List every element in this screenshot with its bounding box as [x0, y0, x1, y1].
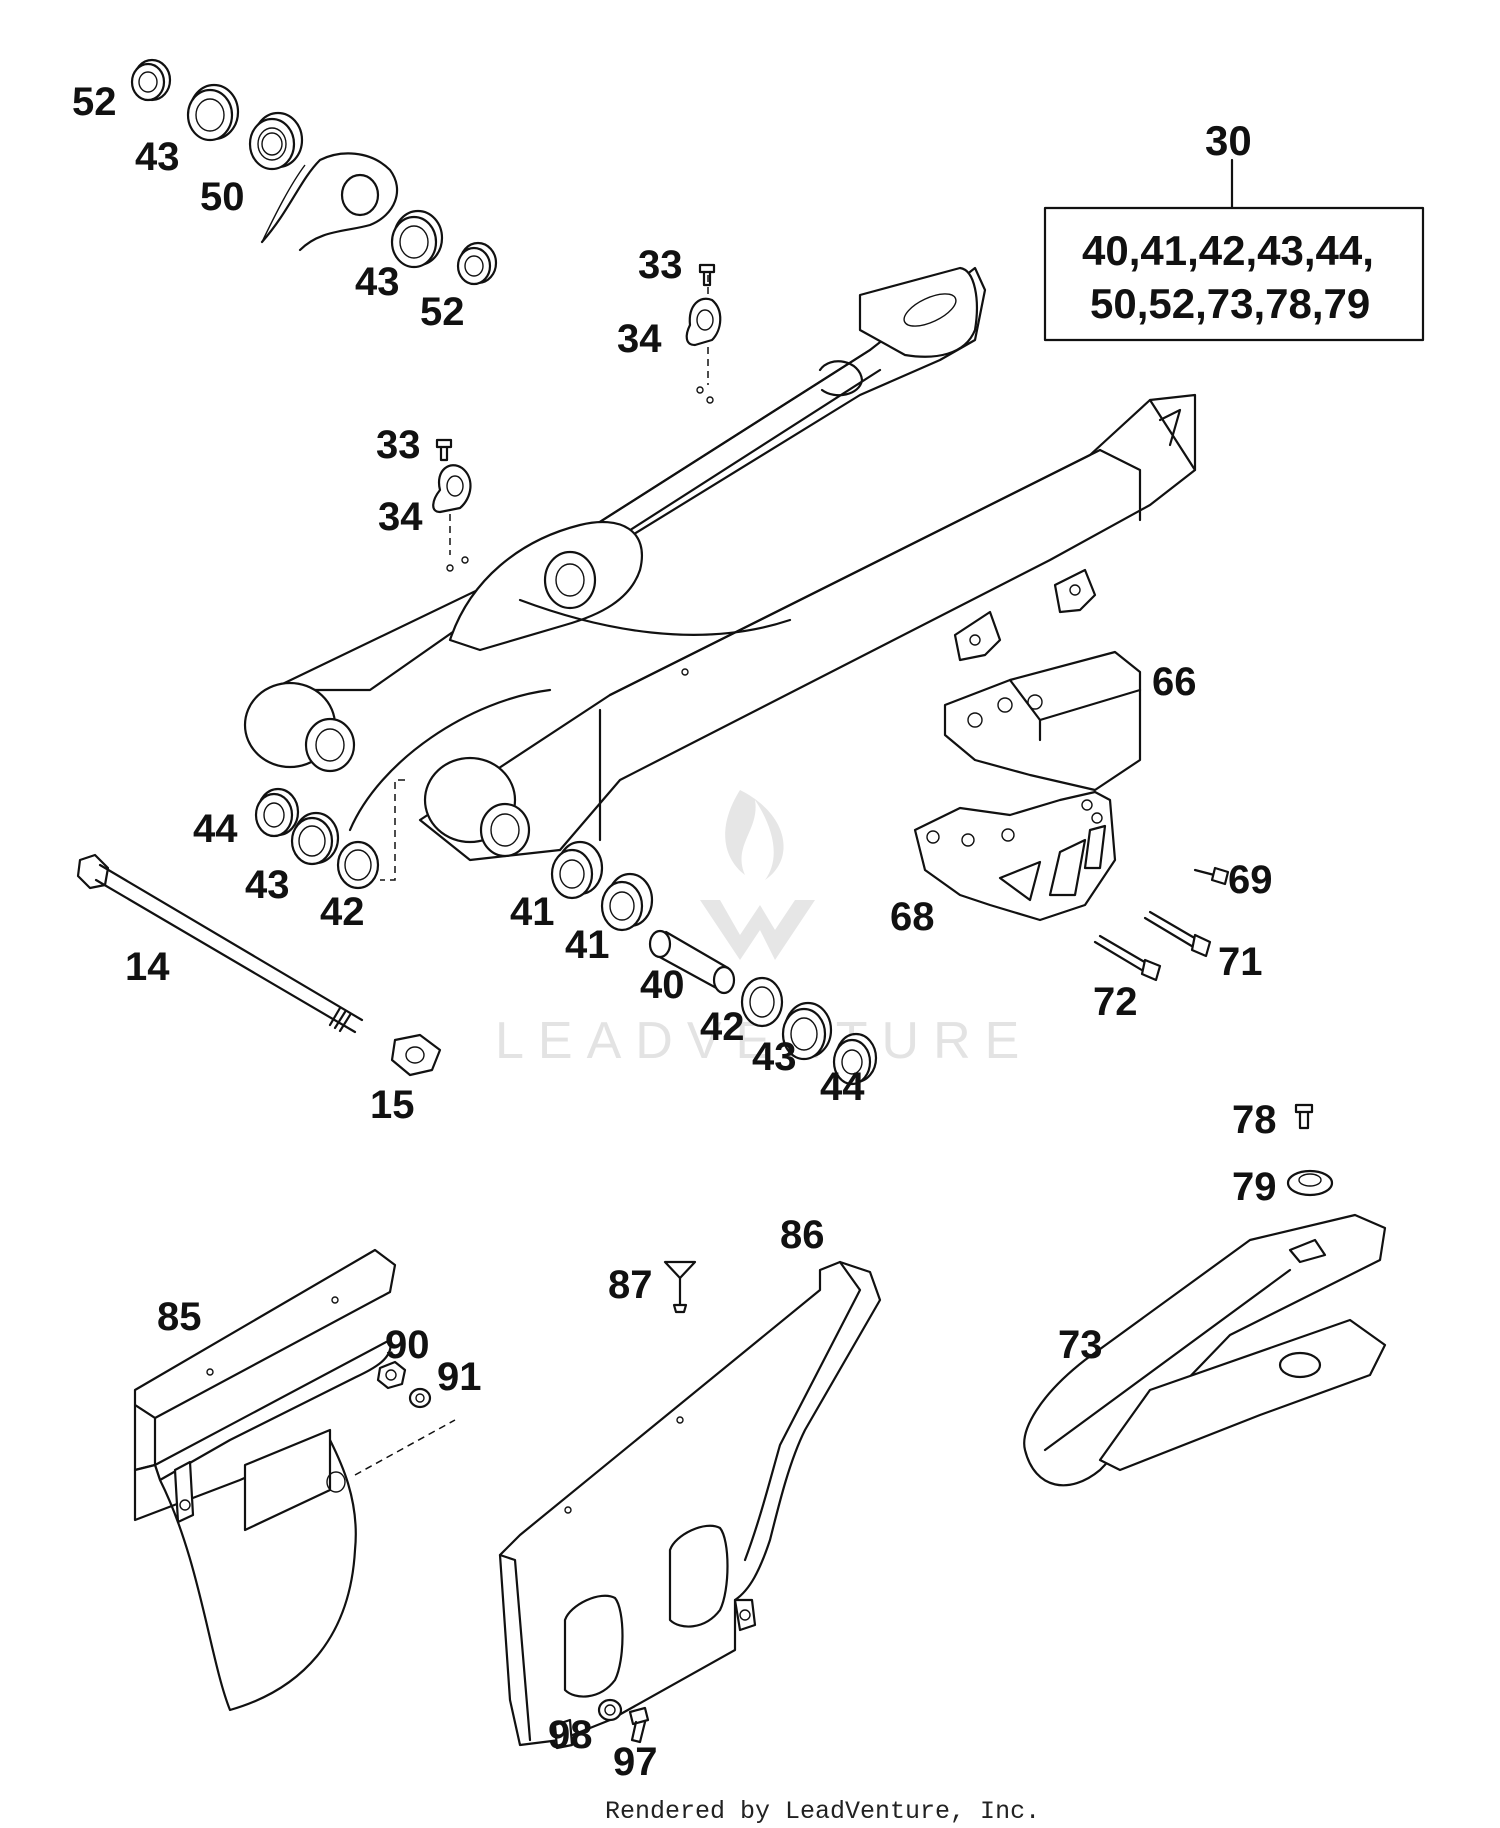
label-15: 15: [370, 1083, 415, 1127]
label-33: 33: [638, 243, 683, 287]
kit-number: 30: [1205, 117, 1252, 164]
label-43: 43: [355, 260, 400, 304]
part-41-needle-bearing-b: [600, 872, 654, 932]
part-33-screw-lower: [435, 438, 453, 462]
label-41: 41: [510, 890, 555, 934]
label-90: 90: [385, 1323, 430, 1367]
label-52: 52: [72, 80, 117, 124]
part-43-seal-upper: [186, 83, 240, 142]
label-87: 87: [608, 1263, 653, 1307]
part-52-sleeve-lower: [456, 241, 498, 286]
part-42-washer-left: [336, 840, 380, 890]
label-42: 42: [320, 890, 365, 934]
part-52-sleeve-upper: [130, 58, 172, 102]
part-79-washer: [1286, 1169, 1334, 1197]
part-72-bolt-long: [1093, 934, 1162, 982]
label-97: 97: [613, 1740, 658, 1784]
label-14: 14: [125, 945, 170, 989]
part-40-spacer-sleeve: [648, 929, 736, 995]
part-42-washer-right: [740, 976, 784, 1028]
part-43-seal-left: [290, 811, 340, 866]
part-85-chain-guard: [133, 1248, 397, 1712]
part-69-bolt-short: [1193, 866, 1230, 886]
part-66-chain-guide-block: [943, 650, 1142, 792]
part-44-bushing-left: [254, 787, 300, 838]
label-98: 98: [548, 1713, 593, 1757]
part-97-screw: [628, 1706, 650, 1744]
label-43: 43: [135, 135, 180, 179]
kit-box: [1043, 206, 1425, 342]
part-78-screw: [1294, 1103, 1314, 1130]
kit-callout: [1043, 158, 1425, 342]
pivot-housing-outline: [260, 152, 399, 252]
label-50: 50: [200, 175, 245, 219]
label-79: 79: [1232, 1165, 1277, 1209]
part-43-seal-lower: [390, 209, 444, 269]
label-34: 34: [617, 317, 662, 361]
part-43-seal-right: [781, 1001, 833, 1061]
part-33-screw-upper: [698, 263, 716, 287]
label-69: 69: [1228, 858, 1273, 902]
label-44: 44: [820, 1065, 865, 1109]
footer-credit: Rendered by LeadVenture, Inc.: [605, 1797, 1040, 1826]
label-85: 85: [157, 1295, 202, 1339]
label-68: 68: [890, 895, 935, 939]
part-14-swingarm-axle: [76, 853, 364, 1034]
part-34-clamp-lower: [432, 464, 472, 514]
label-52: 52: [420, 290, 465, 334]
label-41: 41: [565, 923, 610, 967]
part-71-bolt-long: [1143, 910, 1212, 958]
kit-contents-line-1: 40,41,42,43,44,: [1082, 227, 1374, 274]
part-41-needle-bearing-a: [550, 840, 604, 900]
chain-guide-mount-rear: [1053, 568, 1097, 614]
part-68-chain-guide-plate: [913, 790, 1117, 922]
label-34: 34: [378, 495, 423, 539]
part-91-washer: [408, 1387, 432, 1409]
label-71: 71: [1218, 940, 1263, 984]
label-42: 42: [700, 1005, 745, 1049]
part-86-chain-guard-large: [498, 1260, 882, 1750]
part-50-bearing: [248, 111, 304, 171]
part-34-clamp-upper: [685, 297, 722, 347]
swingarm: [243, 266, 1197, 881]
label-66: 66: [1152, 660, 1197, 704]
label-43: 43: [245, 863, 290, 907]
label-43: 43: [752, 1035, 797, 1079]
part-98-washer: [597, 1698, 623, 1722]
part-90-nut: [376, 1360, 407, 1390]
label-40: 40: [640, 963, 685, 1007]
label-91: 91: [437, 1355, 482, 1399]
kit-contents-line-2: 50,52,73,78,79: [1090, 280, 1370, 327]
part-87-rivet: [663, 1260, 697, 1314]
label-33: 33: [376, 423, 421, 467]
label-86: 86: [780, 1213, 825, 1257]
label-44: 44: [193, 807, 238, 851]
part-44-bushing-right: [832, 1032, 878, 1086]
pivot-bearing-set-lower-left: [254, 787, 380, 890]
part-73-chain-slider: [1023, 1213, 1387, 1487]
part-15-axle-nut: [390, 1033, 442, 1077]
label-73: 73: [1058, 1323, 1103, 1367]
label-72: 72: [1093, 980, 1138, 1024]
watermark: LEADVENTURE: [495, 790, 1019, 1070]
assembly-line-85: [354, 1419, 456, 1476]
callout-labels: 52 43 50 43 52 33 34 33 34 30 40,41,42,4…: [72, 80, 1374, 1784]
pivot-bearing-set-upper: [130, 58, 498, 286]
label-78: 78: [1232, 1098, 1277, 1142]
